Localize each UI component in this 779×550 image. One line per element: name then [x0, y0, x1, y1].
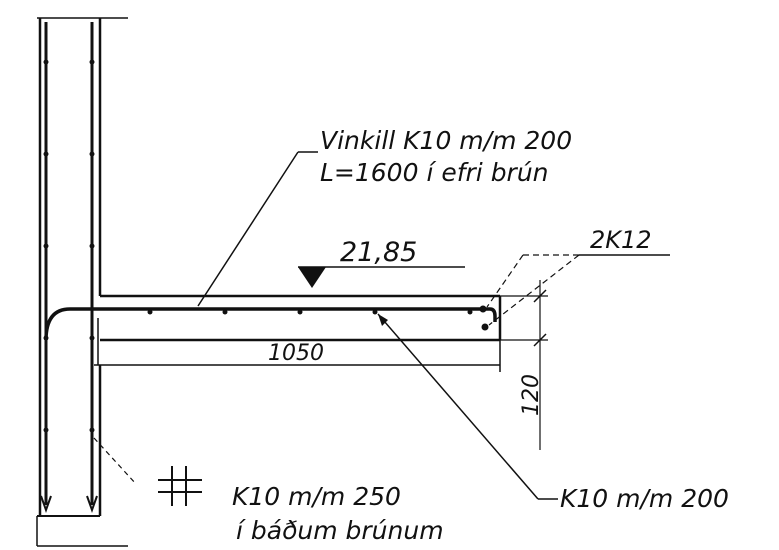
wall-mesh-label-line1: K10 m/m 250	[232, 482, 401, 511]
bottom-bars-label: K10 m/m 200	[560, 484, 729, 513]
bottom-bars-callout: K10 m/m 200	[377, 313, 729, 513]
thickness-tick-bottom	[533, 333, 547, 347]
level-value: 21,85	[340, 237, 417, 268]
wall-vertical-bars	[40, 22, 98, 513]
thickness-dimension: 120	[500, 280, 548, 450]
angle-bar-leader	[197, 151, 299, 307]
wall	[36, 17, 128, 547]
slab-bar-dots	[147, 305, 489, 331]
edge-bars-leader-1	[486, 254, 524, 308]
edge-bar-2	[481, 323, 489, 331]
angle-bar-label-line2: L=1600 í efri brún	[320, 158, 549, 187]
wall-mesh-leader	[93, 437, 137, 485]
slab-thickness-label: 120	[519, 374, 544, 416]
angle-bar-callout: Vinkill K10 m/m 200 L=1600 í efri brún	[197, 126, 572, 307]
level-marker: 21,85	[298, 237, 465, 288]
wall-mesh-callout: K10 m/m 250 í báðum brúnum	[93, 437, 444, 545]
thickness-tick-top	[533, 289, 547, 303]
bottom-bars-leader	[377, 313, 539, 500]
wall-mesh-label-line2: í báðum brúnum	[236, 516, 444, 545]
bottom-bars-leader-arrow	[378, 314, 388, 326]
mesh-symbol-icon	[158, 466, 202, 506]
slab-rebar	[44, 305, 497, 365]
wall-bar-dots	[43, 59, 95, 433]
edge-bar-1	[479, 305, 487, 313]
slab-length-label: 1050	[268, 341, 324, 366]
wall-bar-left-hook	[40, 495, 52, 513]
angle-bar-label-line1: Vinkill K10 m/m 200	[320, 126, 572, 155]
edge-bars-callout: 2K12	[486, 226, 670, 326]
wall-bar-right-hook	[86, 495, 98, 513]
edge-bars-label: 2K12	[590, 226, 652, 254]
slab	[94, 294, 502, 372]
angle-bar	[44, 307, 497, 341]
level-triangle	[298, 267, 326, 288]
edge-bars-leader-2	[488, 254, 580, 326]
